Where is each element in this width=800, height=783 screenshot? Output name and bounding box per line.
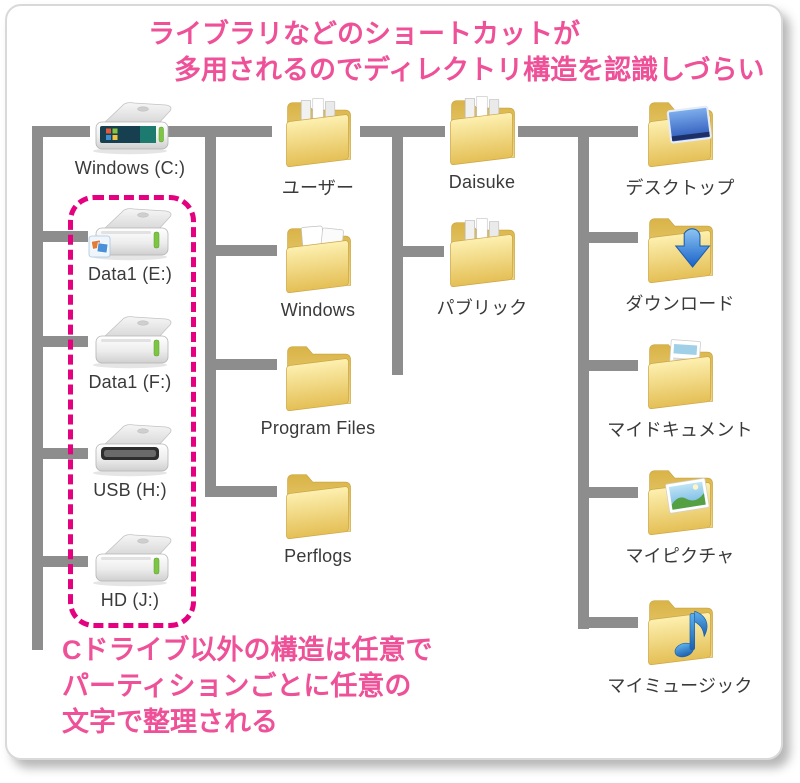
plain-folder-icon [286,474,351,540]
folder-node-windows: Windows [253,214,383,321]
connector-branch-public [392,246,444,257]
drive-label: USB (H:) [93,480,167,500]
data-drive-icon [92,534,172,587]
connector-branch-drive-f [32,336,88,347]
usb-drive-icon [92,424,172,477]
top-annotation-line2: 多用されるのでディレクトリ構造を認識しづらい [174,55,765,85]
folder-node-daisuke: Daisuke [417,86,547,193]
non-system-drives-highlight-box [68,195,196,628]
connector-branch-my-pictures [578,487,638,498]
folder-node-users: ユーザー [253,88,383,200]
bottom-annotation: Cドライブ以外の構造は任意で パーティションごとに任意の 文字で整理される [62,632,433,740]
document-folder-icon [648,339,713,410]
desktop-folder-icon [648,102,713,168]
drive-node-data1-e: Data1 (E:) [65,202,195,285]
top-annotation-line1: ライブラリなどのショートカットが [148,19,580,49]
picture-folder-icon [648,470,713,536]
folder-node-my-music: マイミュージック [600,586,760,698]
bottom-annotation-line2: パーティションごとに任意の [62,671,412,701]
connector-trunk-profile-children [578,126,589,629]
bottom-annotation-line1: Cドライブ以外の構造は任意で [62,635,433,665]
data-drive-icon [92,316,172,369]
folder-label: パブリック [436,298,528,318]
photo-badge-icon [88,235,111,258]
full-folder-icon [450,218,515,288]
drive-node-data1-f: Data1 (F:) [65,310,195,393]
connector-branch-drive-c [32,126,90,137]
plain-folder-icon [286,346,351,412]
folder-label: ユーザー [281,178,355,198]
connector-branch-program-files [205,359,277,370]
bottom-annotation-line3: 文字で整理される [62,707,278,737]
drive-label: HD (J:) [100,590,160,610]
connector-users-to-daisuke [360,126,445,137]
connector-branch-my-music [578,617,638,628]
folder-label: Daisuke [448,172,516,192]
drive-label: Data1 (E:) [87,264,173,284]
drive-node-windows-c: Windows (C:) [65,96,195,179]
connector-branch-perflogs [205,486,277,497]
connector-branch-drive-h [32,448,88,459]
connector-branch-drive-e [32,231,88,242]
drive-label: Windows (C:) [74,158,186,178]
drive-node-hd-j: HD (J:) [65,528,195,611]
folder-label: ダウンロード [625,294,735,314]
drive-node-usb-h: USB (H:) [65,418,195,501]
folder-node-my-documents: マイドキュメント [600,330,760,442]
folder-node-downloads: ダウンロード [600,204,760,316]
drive-label: Data1 (F:) [88,372,172,392]
full-folder-icon [286,98,351,168]
folder-label: マイドキュメント [607,420,753,440]
folder-label: Program Files [260,418,376,438]
connector-daisuke-to-desktop [518,126,638,137]
connector-branch-downloads [578,232,638,243]
folder-label: マイピクチャ [625,546,735,566]
connector-branch-windows [205,245,277,256]
folder-label: Windows [280,300,356,320]
top-annotation: ライブラリなどのショートカットが 多用されるのでディレクトリ構造を認識しづらい [148,16,765,88]
folder-label: Perflogs [284,546,352,566]
connector-trunk-c-children [205,126,216,497]
folder-node-public: パブリック [417,208,547,320]
connector-trunk-drives [32,126,43,650]
system-drive-icon [92,102,172,155]
folder-node-perflogs: Perflogs [253,460,383,567]
folder-node-program-files: Program Files [253,332,383,439]
folder-node-desktop: デスクトップ [600,88,760,200]
full-folder-icon [450,96,515,166]
connector-branch-my-documents [578,360,638,371]
documents-folder-icon [286,225,351,294]
data-drive-icon [88,208,172,261]
download-folder-icon [648,218,713,284]
music-folder-icon [648,600,713,666]
connector-branch-drive-j [32,556,88,567]
connector-c-to-users [168,126,272,137]
folder-label: デスクトップ [625,178,735,198]
folder-label: マイミュージック [607,676,753,696]
folder-node-my-pictures: マイピクチャ [600,456,760,568]
